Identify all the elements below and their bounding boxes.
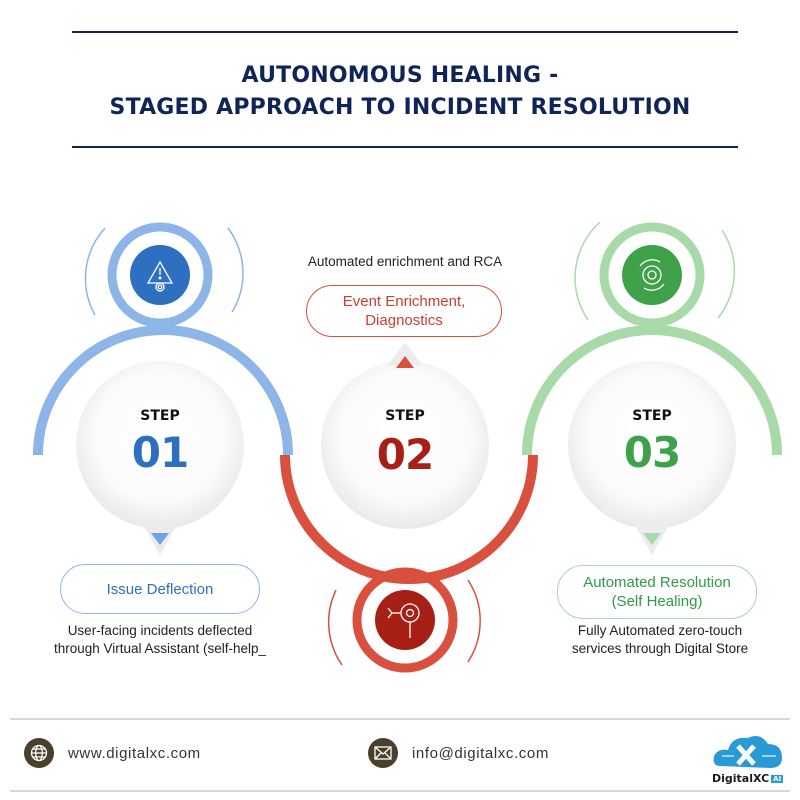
warning-gear-icon <box>146 260 174 292</box>
step-2-arcs <box>280 454 538 673</box>
step-3-pointer <box>643 533 661 545</box>
footer-bottom-rule <box>10 790 790 792</box>
digitalxc-logo-icon <box>713 736 782 768</box>
step-2-bubble <box>321 361 489 529</box>
step-3-caption-line-1: Fully Automated zero-touch <box>577 623 743 638</box>
step-3-number: 03 <box>623 428 681 477</box>
gear-magnifier-icon <box>387 603 420 638</box>
step-1-caption-line-1: User-facing incidents deflected <box>67 623 253 638</box>
step-2-title-line-2: Diagnostics <box>365 312 443 329</box>
step-2-number: 02 <box>376 430 434 479</box>
step-3-caption-line-2: services through Digital Store <box>571 641 749 656</box>
step-1-bubble <box>76 361 244 529</box>
step-2-pointer <box>396 356 414 368</box>
step-1-label: STEP <box>140 408 180 424</box>
footer-top-rule <box>10 718 790 720</box>
step-2-caption: Automated enrichment and RCA <box>307 254 503 269</box>
step-1-caption: User-facing incidents deflected through … <box>35 622 285 658</box>
step-1-caption-line-2: through Virtual Assistant (self-help_ <box>53 641 267 656</box>
step-3-label: STEP <box>632 408 672 424</box>
step-3-title-pill: Automated Resolution (Self Healing) <box>557 565 757 619</box>
step-1-arcs <box>33 222 293 456</box>
website-link[interactable]: www.digitalxc.com <box>24 738 201 768</box>
top-rule <box>72 31 738 33</box>
step-1-number: 01 <box>131 428 189 477</box>
website-text: www.digitalxc.com <box>68 744 201 762</box>
step-1-title-pill: Issue Deflection <box>60 564 260 614</box>
logo-wordmark: DigitalXC <box>712 772 770 785</box>
step-3-bubble <box>568 361 736 529</box>
step-3-arcs <box>522 221 782 456</box>
step-3-icon-badge <box>622 245 682 305</box>
step-2-title-line-1: Event Enrichment, <box>342 293 466 310</box>
step-2-title-pill: Event Enrichment, Diagnostics <box>306 285 502 337</box>
envelope-icon <box>368 738 398 768</box>
logo-ai-badge: AI <box>771 775 784 783</box>
globe-icon <box>24 738 54 768</box>
step-3-title-line-2: (Self Healing) <box>611 593 703 610</box>
email-link[interactable]: info@digitalxc.com <box>368 738 549 768</box>
step-1-pointer <box>151 533 169 545</box>
gear-cycle-icon <box>639 259 665 291</box>
step-3-title-line-1: Automated Resolution <box>583 574 731 591</box>
step-2-label: STEP <box>385 408 425 424</box>
title-line-1: AUTONOMOUS HEALING - <box>241 63 559 88</box>
step-3-caption: Fully Automated zero-touch services thro… <box>540 622 780 658</box>
bottom-rule <box>72 146 738 148</box>
step-1-title: Issue Deflection <box>106 580 214 598</box>
email-text: info@digitalxc.com <box>412 744 549 762</box>
title-line-2: STAGED APPROACH TO INCIDENT RESOLUTION <box>109 95 691 120</box>
